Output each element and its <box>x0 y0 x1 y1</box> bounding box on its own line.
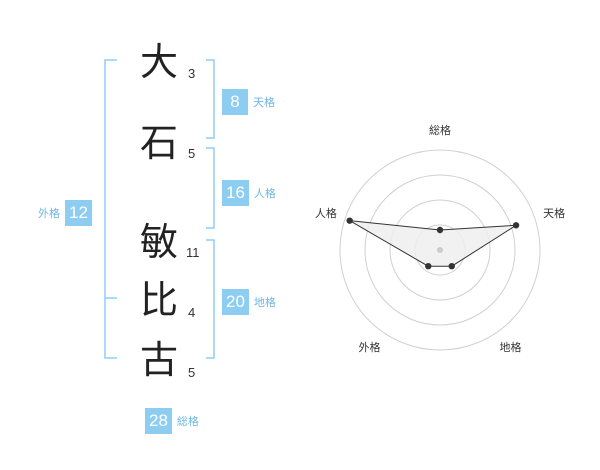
name-char-1: 大 <box>139 40 178 84</box>
radar-center-dot <box>437 247 443 253</box>
radar-axis-label-5: 人格 <box>315 206 337 220</box>
gaikaku-bracket <box>104 59 117 359</box>
tenkaku-bracket <box>206 59 215 139</box>
radar-axis-label-2: 天格 <box>543 206 565 220</box>
name-char-4: 比 <box>139 278 178 322</box>
gaikaku-badge: 12 外格 <box>38 200 92 226</box>
jinkaku-badge: 16 人格 <box>222 180 276 206</box>
tenkaku-badge: 8 天格 <box>222 89 275 115</box>
stroke-count-4: 4 <box>188 305 196 320</box>
radar-area <box>349 220 517 267</box>
tenkaku-value: 8 <box>222 89 248 115</box>
radar-ring-4 <box>339 149 541 351</box>
stroke-count-1: 3 <box>188 66 196 81</box>
name-char-2: 石 <box>139 121 178 165</box>
name-char-3: 敏 <box>139 220 178 264</box>
chikaku-badge: 20 地格 <box>222 289 276 315</box>
chikaku-label: 地格 <box>253 296 276 309</box>
radar-point-3 <box>448 262 455 270</box>
jinkaku-label: 人格 <box>253 187 276 200</box>
chikaku-value: 20 <box>222 289 249 315</box>
stroke-count-5: 5 <box>188 365 196 380</box>
radar-axis-label-3: 地格 <box>500 340 522 354</box>
radar-point-5 <box>346 217 353 224</box>
radar-ring-3 <box>364 174 516 326</box>
gaikaku-value: 12 <box>65 200 92 226</box>
tenkaku-label: 天格 <box>253 96 275 109</box>
soukaku-label: 総格 <box>176 415 199 428</box>
radar-point-4 <box>425 262 432 270</box>
radar-axis-label-1: 総格 <box>429 123 451 137</box>
soukaku-value: 28 <box>145 408 172 434</box>
stroke-count-2: 5 <box>188 146 196 161</box>
radar-point-2 <box>512 222 520 229</box>
radar-axis-label-4: 外格 <box>358 340 380 354</box>
soukaku-badge: 28 総格 <box>145 408 199 434</box>
radar-ring-2 <box>389 199 491 301</box>
jinkaku-bracket <box>206 147 215 229</box>
stroke-count-3: 11 <box>186 245 200 260</box>
chikaku-bracket <box>206 239 215 359</box>
jinkaku-value: 16 <box>222 180 249 206</box>
name-char-5: 古 <box>139 338 178 382</box>
radar-point-1 <box>436 226 444 234</box>
gaikaku-label: 外格 <box>38 207 60 220</box>
